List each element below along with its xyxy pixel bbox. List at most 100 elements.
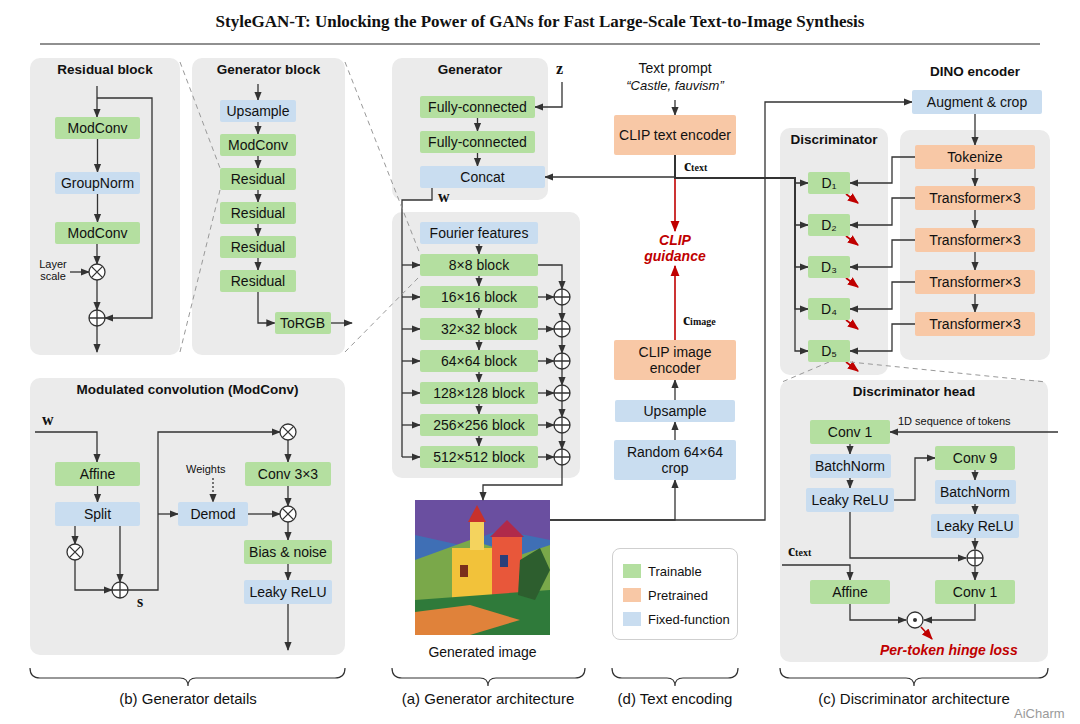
drawing-part: [554, 353, 570, 369]
node-label: Affine: [80, 466, 116, 482]
process-box: Residual: [220, 270, 296, 292]
process-box: D₁: [808, 172, 850, 194]
connector-arrow: [478, 436, 479, 446]
wire: [402, 456, 420, 457]
process-box: Conv 3×3: [245, 462, 331, 486]
wire: [554, 321, 570, 337]
node-label: Affine: [832, 584, 868, 600]
operator-symbol: [67, 544, 83, 560]
wire: [561, 401, 562, 417]
process-box: 256×256 block: [420, 414, 538, 436]
wire: [538, 456, 554, 457]
process-box: GroupNorm: [55, 172, 140, 194]
drawing-part: [112, 582, 128, 598]
wire: [538, 360, 554, 361]
node-label: D₄: [821, 301, 837, 317]
wire: [287, 522, 288, 540]
signal-name: ctext: [684, 157, 707, 175]
legend-text: Pretrained: [648, 588, 708, 603]
process-box: ModConv: [220, 134, 296, 156]
connector-arrow: [894, 458, 935, 500]
connector-arrow: [850, 282, 915, 309]
node-label: Conv 3×3: [258, 466, 318, 482]
connector-arrow: [850, 157, 915, 183]
panel-grounds: [30, 58, 1050, 662]
process-box: Residual: [220, 202, 296, 224]
drawing-part: [913, 618, 917, 622]
wire: [554, 417, 570, 433]
wire: [538, 424, 554, 425]
zoom-lines: [180, 62, 1046, 382]
operator-symbol: [967, 550, 983, 566]
node-label: “Castle, fauvism”: [612, 77, 738, 94]
process-box: Fully-connected: [420, 96, 535, 118]
wire: [554, 289, 570, 305]
input-label: 1D sequence of tokens: [898, 415, 1011, 427]
wire: [402, 360, 420, 361]
connector-arrow: [478, 340, 479, 350]
connector-arrow: [478, 372, 479, 382]
signal-name: s: [137, 593, 143, 611]
node-label: Concat: [460, 169, 504, 185]
process-box: 16×16 block: [420, 286, 538, 308]
wires: [35, 82, 1058, 650]
drawing-part: [907, 612, 923, 628]
drawing-part: [900, 130, 1050, 360]
process-box: Transformer×3: [915, 186, 1035, 210]
generated-painting: [415, 500, 550, 635]
process-box: 128×128 block: [420, 382, 538, 404]
wire: [96, 280, 97, 310]
operator-symbol: [112, 582, 128, 598]
node-label: GroupNorm: [61, 175, 134, 191]
node-label: Residual: [231, 205, 285, 221]
wire: [974, 538, 975, 549]
wire: [402, 328, 420, 329]
process-box: Residual: [220, 236, 296, 258]
process-box: Residual: [220, 168, 296, 190]
node-label: Transformer×3: [929, 232, 1021, 248]
legend: TrainablePretrainedFixed-function: [612, 548, 738, 640]
process-box: CLIP text encoder: [614, 115, 736, 155]
process-box: Demod: [178, 502, 248, 526]
connector-arrow: [477, 118, 478, 131]
generated-image: Generated image: [415, 500, 550, 660]
connector-arrow: [974, 114, 975, 145]
drawing-part: [30, 378, 345, 655]
wire: [69, 546, 80, 557]
drawing-part: [554, 321, 570, 337]
drawing-part: [554, 289, 570, 305]
wire: [96, 244, 97, 264]
process-box: Leaky ReLU: [806, 488, 894, 512]
wire: [890, 431, 1058, 432]
legend-swatch: [623, 564, 641, 578]
wire: [924, 604, 975, 620]
wire: [287, 440, 288, 462]
panel-caption: (a) Generator architecture: [402, 690, 575, 707]
wire: [128, 432, 280, 590]
wire: [287, 486, 288, 506]
operator-symbol: [554, 449, 570, 465]
node-label: ModConv: [68, 225, 128, 241]
connector-arrow: [97, 194, 98, 222]
process-box: Conv 1: [810, 420, 890, 444]
legend-item: Fixed-function: [623, 607, 737, 631]
node-label: Leaky ReLU: [249, 584, 326, 600]
wire: [674, 266, 676, 340]
drawing-part: [470, 520, 484, 550]
node-label: ModConv: [68, 120, 128, 136]
panel-heading: Generator block: [192, 62, 345, 77]
process-box: Affine: [55, 462, 140, 486]
connector-arrow: [478, 308, 479, 318]
wire: [538, 328, 554, 329]
legend-text: Trainable: [648, 564, 702, 579]
wire: [782, 565, 850, 580]
wire: [30, 668, 345, 686]
process-box: Transformer×3: [915, 228, 1035, 252]
drawing-part: [89, 310, 105, 326]
wire: [180, 190, 220, 352]
node-label: Transformer×3: [929, 316, 1021, 332]
drawing-part: [415, 500, 550, 635]
connector-arrow: [974, 210, 975, 228]
panel: Residual blockModConvGroupNormModConv: [30, 58, 180, 355]
wire: [282, 508, 293, 519]
